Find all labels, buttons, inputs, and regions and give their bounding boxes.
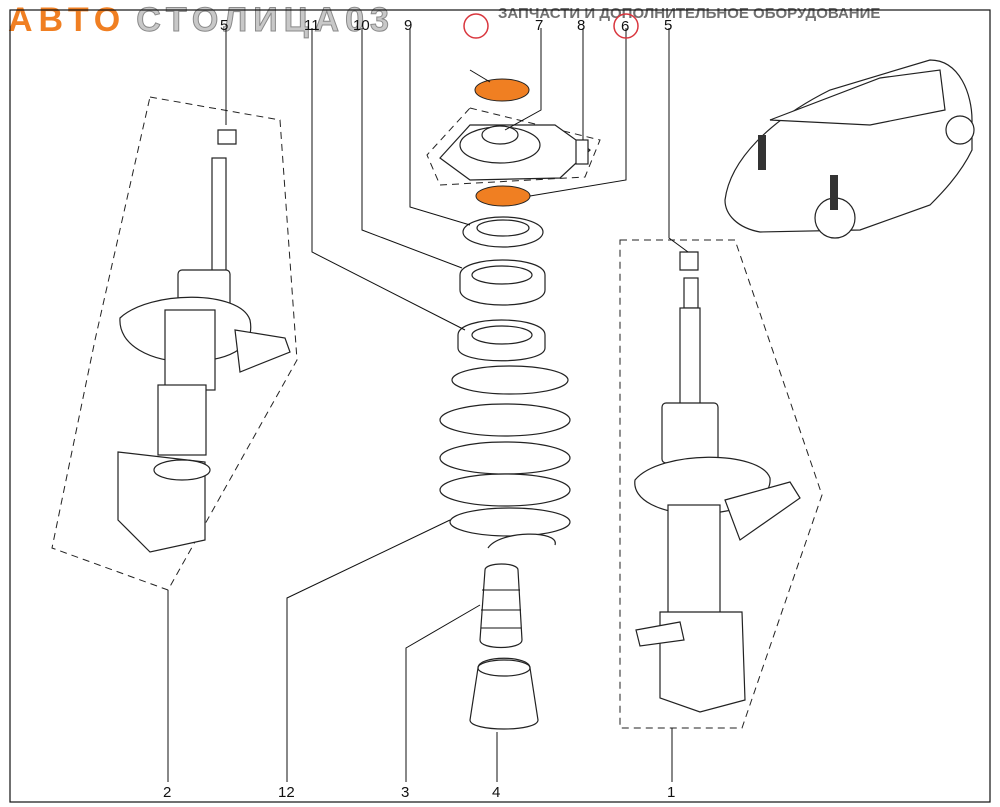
right-strut	[634, 251, 801, 713]
label-2: 2	[163, 784, 171, 801]
brand-word-1: АВТО	[8, 1, 127, 39]
brand-word-2: СТОЛИЦА03	[136, 1, 395, 40]
dust-boot	[469, 657, 539, 730]
label-12: 12	[278, 784, 295, 801]
label-8: 8	[577, 17, 585, 34]
right-strut-group	[619, 239, 823, 729]
car-strut-front-right	[830, 175, 838, 210]
label-1: 1	[667, 784, 675, 801]
bump-stop	[479, 563, 523, 649]
label-11: 11	[304, 17, 320, 34]
washer-top	[474, 78, 530, 102]
label-9: 9	[404, 17, 412, 34]
top-mount-group	[426, 107, 601, 186]
washer-bottom	[475, 185, 531, 207]
coil-spring	[439, 365, 571, 549]
label-10: 10	[353, 17, 370, 34]
label-5-right: 5	[664, 17, 672, 34]
car-illustration	[724, 59, 975, 239]
top-mount	[439, 124, 591, 181]
highlight-circle-top-mount-washer	[463, 13, 489, 39]
label-6: 6	[621, 18, 629, 35]
brand-tagline: ЗАПЧАСТИ И ДОПОЛНИТЕЛЬНОЕ ОБОРУДОВАНИЕ	[498, 5, 881, 22]
label-5-left: 5	[220, 17, 228, 34]
label-3: 3	[401, 784, 409, 801]
left-strut	[117, 129, 291, 553]
label-4: 4	[492, 784, 500, 801]
highlight-circle-6	[613, 13, 639, 39]
car-strut-front-left	[758, 135, 766, 170]
label-7: 7	[535, 17, 543, 34]
part-labels-top: 5 11 10 9 7 8 6 5	[220, 17, 672, 35]
brand-logo: АВТО СТОЛИЦА03	[8, 0, 395, 40]
leader-lines	[167, 28, 689, 782]
part-labels-bottom: 2 12 3 4 1	[163, 784, 675, 801]
spring-seats	[457, 216, 546, 362]
diagram-frame	[9, 9, 991, 803]
